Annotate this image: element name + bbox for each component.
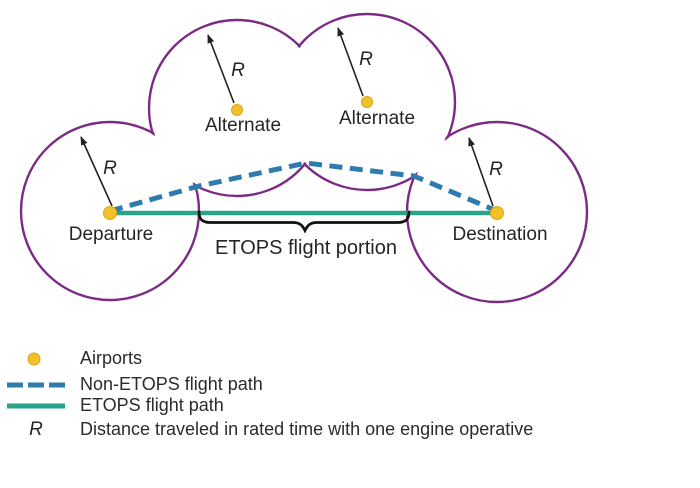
alternate1-label: Alternate bbox=[205, 115, 281, 136]
etops-portion-bracket bbox=[197, 210, 411, 234]
etops-swatch bbox=[0, 395, 72, 417]
alternate1-radius-arrow bbox=[207, 34, 235, 104]
destination-label: Destination bbox=[452, 224, 547, 245]
alternate2-airport-dot bbox=[361, 96, 373, 108]
alternate1-radius-label: R bbox=[231, 60, 245, 81]
legend-label-radius: Distance traveled in rated time with one… bbox=[80, 419, 534, 439]
legend-item-airports: Airports bbox=[0, 347, 142, 370]
radius-arrows bbox=[80, 27, 494, 207]
destination-radius-arrow bbox=[468, 137, 494, 207]
departure-radius-arrow bbox=[80, 136, 113, 207]
alternate2-radius-arrow bbox=[337, 27, 364, 97]
legend-label-airports: Airports bbox=[80, 348, 143, 368]
airport-dots bbox=[103, 96, 504, 220]
legend-item-radius: R Distance traveled in rated time with o… bbox=[0, 418, 533, 441]
non-etops-swatch bbox=[0, 374, 72, 396]
legend-item-non-etops: Non-ETOPS flight path bbox=[0, 373, 263, 396]
diagram-canvas: Departure Alternate Alternate Destinatio… bbox=[19, 12, 589, 304]
etops-portion-label: ETOPS flight portion bbox=[215, 237, 397, 259]
airport-dot-icon bbox=[27, 352, 41, 365]
alternate2-label: Alternate bbox=[339, 108, 415, 129]
non-etops-flight-path bbox=[109, 160, 498, 214]
departure-label: Departure bbox=[69, 224, 154, 245]
alternate2-radius-label: R bbox=[359, 49, 373, 70]
destination-radius-label: R bbox=[489, 159, 503, 180]
departure-radius-label: R bbox=[103, 158, 117, 179]
destination-airport-dot bbox=[490, 206, 504, 220]
legend-label-etops: ETOPS flight path bbox=[80, 395, 224, 415]
alternate1-airport-dot bbox=[231, 104, 243, 116]
departure-airport-dot bbox=[103, 206, 117, 220]
radius-symbol: R bbox=[29, 418, 43, 440]
airports-swatch bbox=[0, 348, 72, 370]
legend-item-etops: ETOPS flight path bbox=[0, 394, 224, 417]
legend-label-non-etops: Non-ETOPS flight path bbox=[80, 374, 263, 394]
